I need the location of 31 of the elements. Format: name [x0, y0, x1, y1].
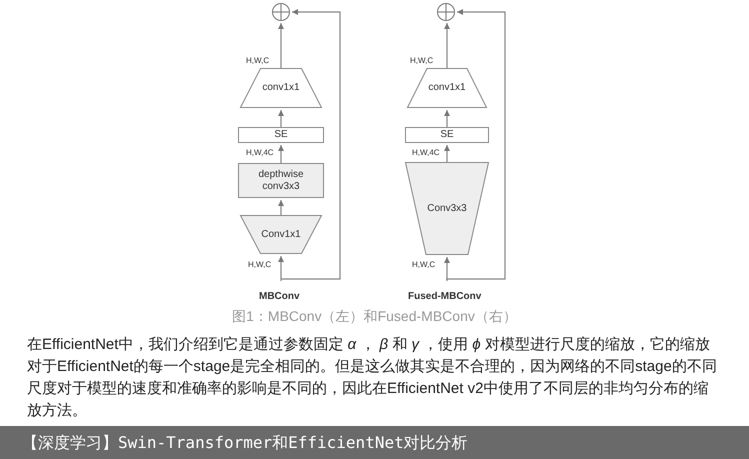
tensor-shape-label: H,W,C	[410, 56, 434, 65]
figure-caption: 图1：MBConv（左）和Fused-MBConv（右）	[231, 308, 518, 326]
layer-box: SE	[238, 127, 324, 143]
diagram-label: MBConv	[259, 291, 300, 302]
tensor-shape-label: H,W,4C	[246, 148, 274, 157]
layer-box: SE	[405, 127, 489, 143]
tensor-shape-label: H,W,C	[248, 260, 272, 269]
trapezoid-layer: Conv1x1	[240, 215, 322, 254]
arrow	[446, 9, 506, 280]
sum-circle	[437, 3, 455, 21]
arrow	[444, 23, 450, 68]
arrow	[444, 145, 450, 162]
trapezoid-layer: conv1x1	[240, 68, 322, 108]
layer-box: depthwise conv3x3	[238, 163, 324, 198]
trapezoid-layer: conv1x1	[407, 68, 487, 108]
sum-circle	[272, 3, 290, 21]
tensor-shape-label: H,W,4C	[412, 148, 440, 157]
arrow	[278, 145, 284, 163]
tensor-shape-label: H,W,C	[246, 56, 270, 65]
arrow	[278, 23, 284, 68]
arrow	[444, 257, 450, 281]
page-title: 【深度学习】Swin-Transformer和EfficientNet对比分析	[22, 432, 468, 452]
arrow	[278, 256, 284, 281]
tensor-shape-label: H,W,C	[412, 260, 436, 269]
diagram-label: Fused-MBConv	[408, 291, 482, 302]
trapezoid-layer: Conv3x3	[405, 162, 489, 255]
arrow	[444, 110, 450, 127]
arrow	[278, 200, 284, 215]
arrow	[281, 9, 341, 280]
arrow	[278, 110, 284, 127]
body-paragraph: 在EfficientNet中，我们介绍到它是通过参数固定 α ， β 和 γ ，使用 ϕ 对模型进行尺度的缩放，它的缩放对于EfficientNet的每一个stage是完全相同的。但是这么做其实是不合理的，因为网络的不同stage的不同尺度对于模型的速度和准确率的影响是不同的，因此在EfficientNet v2中使用了不同层的非均匀分布的缩放方法。	[27, 335, 718, 421]
